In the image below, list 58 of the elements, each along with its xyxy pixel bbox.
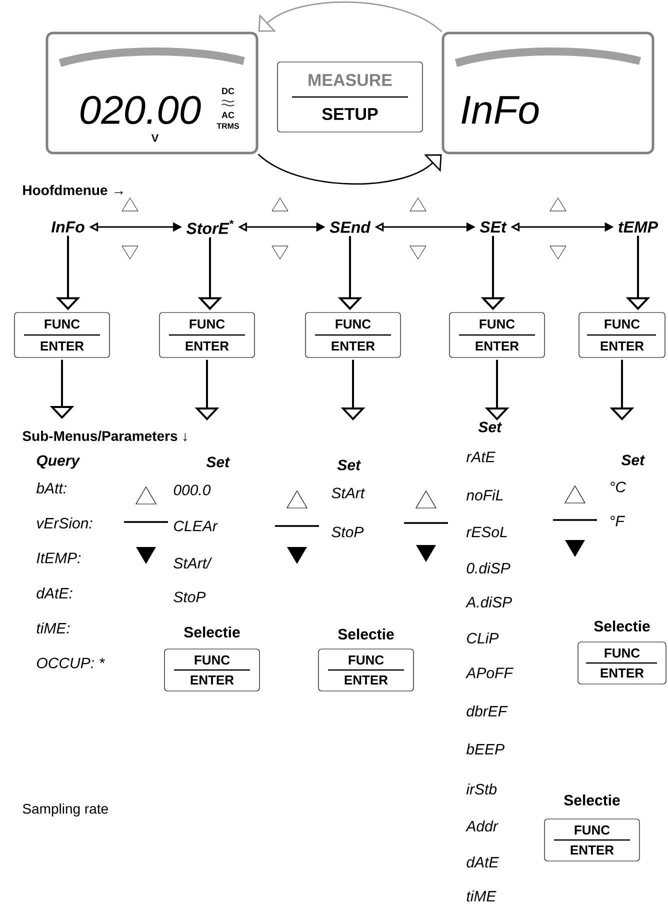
parameter-item: tiME xyxy=(466,890,496,902)
parameter-item: APoFF xyxy=(465,668,514,678)
parameter-item: irStb xyxy=(466,784,497,794)
parameter-item: A.diSP xyxy=(465,596,512,608)
func-enter-button: FUNC ENTER xyxy=(449,312,545,358)
parameter-item: bEEP xyxy=(466,744,504,754)
parameter-item: bAtt: xyxy=(36,482,66,494)
mode-button: MEASURE SETUP xyxy=(277,62,423,132)
column-heading: Set xyxy=(621,454,646,466)
parameter-item: °F xyxy=(610,516,626,526)
parameter-item: vErSion: xyxy=(37,518,92,528)
annotation-text: Sub-Menus/Parameters ↓ xyxy=(22,430,187,442)
annotation-text: Hoofdmenue → xyxy=(23,184,123,196)
func-enter-button: FUNC ENTER xyxy=(544,818,640,862)
parameter-item: StoP xyxy=(174,592,206,602)
select-heading: Selectie xyxy=(338,628,394,640)
annotation-text: Sampling rate xyxy=(22,803,108,817)
lcd-display: 020.00 V DC AC TRMS xyxy=(46,32,258,154)
parameter-item: 0.diSP xyxy=(466,562,510,574)
arrow xyxy=(258,154,442,185)
parameter-item: StArt/ xyxy=(174,558,212,568)
func-enter-button: FUNC ENTER xyxy=(318,648,414,692)
parameter-item: ItEMP: xyxy=(36,552,81,564)
menu-item: SEnd xyxy=(330,221,371,233)
parameter-item: rESoL xyxy=(466,526,507,538)
column-heading: Set xyxy=(206,456,230,468)
parameter-item: dAtE xyxy=(466,856,499,868)
parameter-item: StArt xyxy=(332,488,366,498)
select-heading: Selectie xyxy=(594,620,650,632)
lcd-display: InFo xyxy=(442,32,654,154)
func-enter-button: FUNC ENTER xyxy=(14,312,110,358)
parameter-item: OCCUP: * xyxy=(37,658,105,668)
parameter-item: dAtE: xyxy=(36,588,72,599)
parameter-item: °C xyxy=(610,482,626,492)
parameter-item: CLEAr xyxy=(174,520,218,532)
menu-item: InFo xyxy=(51,221,84,233)
func-enter-button: FUNC ENTER xyxy=(578,642,666,684)
parameter-item: Addr xyxy=(465,820,498,832)
func-enter-button: FUNC ENTER xyxy=(159,312,255,358)
parameter-item: StoP xyxy=(332,526,364,538)
column-heading: Set xyxy=(478,422,502,432)
parameter-item: dbrEF xyxy=(466,706,508,717)
parameter-item: CLiP xyxy=(467,632,499,644)
func-enter-button: FUNC ENTER xyxy=(578,312,666,358)
parameter-item: noFiL xyxy=(466,490,503,500)
column-heading: Query xyxy=(36,455,80,469)
parameter-item: 000.0 xyxy=(174,484,211,496)
func-enter-button: FUNC ENTER xyxy=(305,312,401,358)
select-heading: Selectie xyxy=(184,626,240,638)
menu-item: StorE$^{*}$ xyxy=(186,220,234,234)
func-enter-button: FUNC ENTER xyxy=(164,648,260,692)
column-heading: Set xyxy=(337,460,362,470)
menu-item: tEMP xyxy=(618,221,658,233)
menu-item: SEt xyxy=(480,221,507,233)
arrow xyxy=(258,1,442,32)
parameter-item: tiME: xyxy=(36,622,70,634)
select-heading: Selectie xyxy=(564,794,620,806)
parameter-item: rAtE xyxy=(466,452,496,462)
